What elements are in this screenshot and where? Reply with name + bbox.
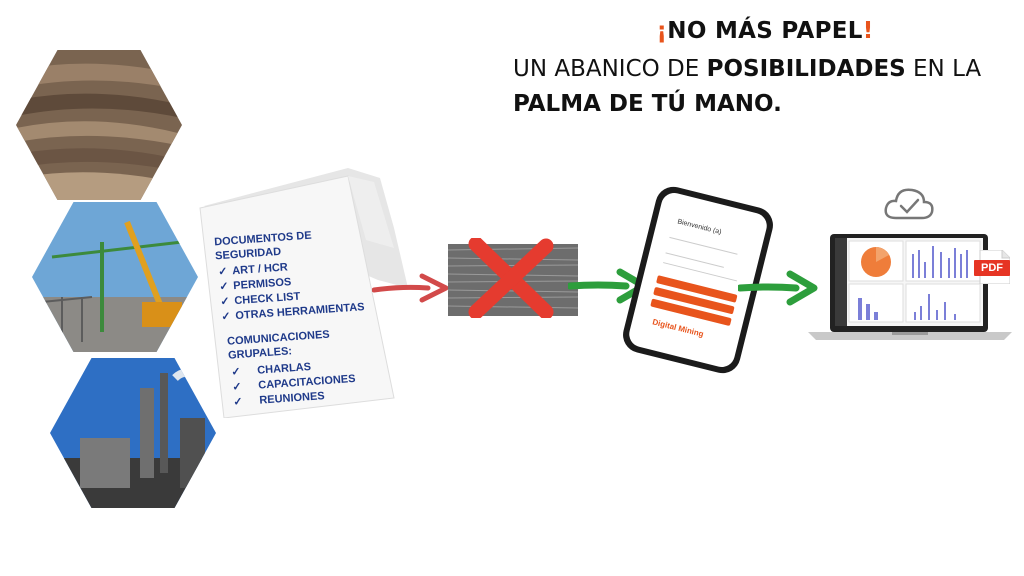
check-icon: ✓ [233, 395, 244, 409]
laptop-dashboard [808, 232, 1012, 342]
cross-icon [466, 238, 556, 318]
check-icon: ✓ [220, 295, 231, 309]
phone-greeting: Bienvenido (a) [676, 218, 723, 237]
phone-logo: Digital Mining [651, 317, 705, 339]
line2-part-c: EN LA [905, 56, 982, 82]
line2-part-a: UN ABANICO DE [513, 56, 707, 82]
title-text: NO MÁS PAPEL [667, 18, 863, 44]
line2-part-b: POSIBILIDADES [706, 56, 906, 82]
headline-line-3: PALMA DE TÚ MANO. [513, 91, 782, 117]
list-item-text: CHARLAS [256, 360, 312, 377]
pdf-icon: PDF [970, 250, 1010, 284]
open-pit-mine-photo [16, 50, 182, 200]
check-icon: ✓ [230, 365, 241, 379]
cloud-check-icon [882, 184, 936, 224]
headline-line-2: UN ABANICO DE POSIBILIDADES EN LA [513, 56, 981, 82]
divider [669, 236, 738, 255]
check-icon: ✓ [231, 380, 243, 394]
exclamation-open: ¡ [656, 18, 668, 44]
pdf-label: PDF [974, 260, 1010, 276]
section1-heading-1: DOCUMENTOS DE [213, 229, 313, 249]
arrow-right-icon [372, 272, 450, 304]
arrow-right-icon [738, 270, 818, 306]
section1-heading-2: SEGURIDAD [214, 245, 282, 263]
list-item-text: ART / HCR [231, 261, 289, 278]
construction-crane-photo [32, 202, 198, 352]
check-icon: ✓ [218, 280, 229, 294]
notepad-paper-shape [199, 168, 408, 418]
exclamation-close: ! [862, 18, 874, 44]
headline: ¡NO MÁS PAPEL! UN ABANICO DE POSIBILIDAD… [0, 0, 1024, 130]
paper-notepad: DOCUMENTOS DE SEGURIDAD ✓ART / HCR ✓PERM… [198, 168, 418, 418]
section2-heading-1: COMUNICACIONES [226, 328, 331, 348]
list-item-text: CAPACITACIONES [257, 372, 356, 392]
list-item-text: REUNIONES [258, 390, 326, 407]
check-icon: ✓ [217, 265, 228, 279]
check-icon: ✓ [221, 310, 232, 324]
headline-title: ¡NO MÁS PAPEL! [640, 18, 890, 44]
section2-heading-2: GRUPALES: [227, 345, 293, 362]
industrial-plant-photo [50, 358, 216, 508]
